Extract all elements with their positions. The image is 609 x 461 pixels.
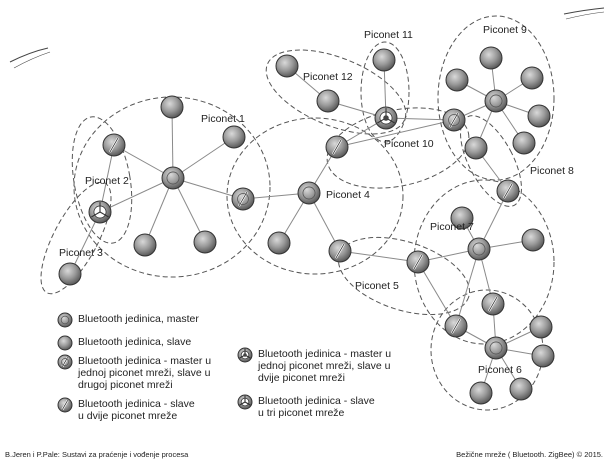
device-i7-master-slave [442,108,466,132]
legend-symbol-slave-two-icon [57,397,73,413]
device-g1-slave [450,206,474,230]
connection-m1-b2 [99,177,174,213]
device-f4-slave [531,344,555,368]
device-m7-master [467,237,491,261]
legend-item-slave-three: Bluetooth jedinica - slave u tri piconet… [237,394,375,419]
connection-e1-e2 [339,250,419,263]
piconet-label-6: Piconet 6 [478,364,522,376]
piconet-label-9: Piconet 9 [483,24,527,36]
legend-item-master-slave: Bluetooth jedinica - master u jednoj pic… [57,354,212,391]
connection-m1-a2 [172,136,235,179]
device-j1-slave [372,48,396,72]
device-f5-slave [509,377,533,401]
device-j3-slave [316,89,340,113]
connection-m1-a1 [171,106,174,179]
device-x14-master-slave [231,187,255,211]
legend-text: Bluetooth jedinica - master u jednoj pic… [258,348,392,384]
device-i2-slave [520,66,544,90]
device-a4-slave [193,230,217,254]
device-j2-slave [275,54,299,78]
device-e1-slave-two [328,239,352,263]
piconet-boundary-7 [413,179,555,345]
legend-text: Bluetooth jedinica, master [78,313,199,325]
device-d1-slave-two [325,135,349,159]
connection-e2-f2 [417,261,457,327]
legend-symbol-slave-three-icon [237,394,253,410]
legend-text: Bluetooth jedinica - slave u tri piconet… [258,395,375,419]
legend-symbol-master-icon [57,312,73,328]
piconet-label-7: Piconet 7 [430,221,474,233]
legend-text: Bluetooth jedinica, slave [78,336,192,348]
piconet-label-1: Piconet 1 [201,113,245,125]
device-f2-slave-two [444,314,468,338]
footer-left: B.Jeren i P.Pale: Sustavi za praćenje i … [5,450,189,459]
device-b1-slave-two [102,133,126,157]
legend-symbol-slave-icon [57,335,73,351]
device-m1-master [161,166,185,190]
footer-right: Bežične mreže ( Bluetooth. ZigBee) © 201… [456,450,603,459]
device-h1-slave-two [496,179,520,203]
devices [58,46,555,405]
device-i4-slave [527,104,551,128]
device-a2-slave [222,125,246,149]
device-g2-slave [521,228,545,252]
device-f3-slave [529,315,553,339]
legend-item-slave-two: Bluetooth jedinica - slave u dvije picon… [57,397,195,422]
piconet-boundary-11 [360,41,410,143]
device-i6-slave [464,136,488,160]
device-c1-slave [58,262,82,286]
piconet-label-11: Piconet 11 [364,29,413,41]
device-m10-master-two-slave [374,106,398,130]
device-a1-slave [160,95,184,119]
legend-text: Bluetooth jedinica - master u jednoj pic… [78,355,212,391]
device-f1-slave-two [481,292,505,316]
device-b2-slave-three [88,200,112,224]
piconet-label-4: Piconet 4 [326,189,370,201]
piconet-label-8: Piconet 8 [530,165,574,177]
piconet-boundary-8 [460,115,522,207]
piconet-boundary-5 [337,236,471,316]
piconet-boundary-9 [437,15,555,181]
device-e2-slave-two [406,250,430,274]
device-m4-master [297,181,321,205]
connection-m1-a3 [144,177,174,246]
device-i1-slave [479,46,503,70]
piconet-boundary-4 [226,117,404,275]
piconet-label-10: Piconet 10 [384,138,434,150]
piconet-boundary-3 [40,181,112,295]
legend-item-slave: Bluetooth jedinica, slave [57,335,192,351]
device-i5-slave [512,131,536,155]
decorative-strokes [9,7,605,69]
device-f6-slave [469,381,493,405]
device-m6-master [484,336,508,360]
piconet-label-12: Piconet 12 [303,71,353,83]
piconet-label-3: Piconet 3 [59,247,103,259]
piconet-labels: Piconet 1 Piconet 2 Piconet 3 Piconet 4 Pico… [59,24,574,376]
connection-m1-a4 [172,177,206,243]
legend-item-master-two-slave: Bluetooth jedinica - master u jednoj pic… [237,347,392,384]
legend-symbol-master-two-slave-icon [237,347,253,363]
connection-i7-d1 [336,119,455,148]
connection-m1-x14 [172,177,244,200]
piconet-boundary-2 [71,116,133,244]
piconet-label-5: Piconet 5 [355,280,399,292]
piconet-boundary-12 [265,49,407,135]
device-i3-slave [445,68,469,92]
device-m9-master [484,89,508,113]
legend-text: Bluetooth jedinica - slave u dvije picon… [78,398,195,422]
connection-m7-f2 [455,248,480,327]
device-a3-slave [133,233,157,257]
legend-symbol-master-slave-icon [57,354,73,370]
legend-item-master: Bluetooth jedinica, master [57,312,199,328]
device-d2-slave [267,231,291,255]
piconet-label-2: Piconet 2 [85,175,129,187]
